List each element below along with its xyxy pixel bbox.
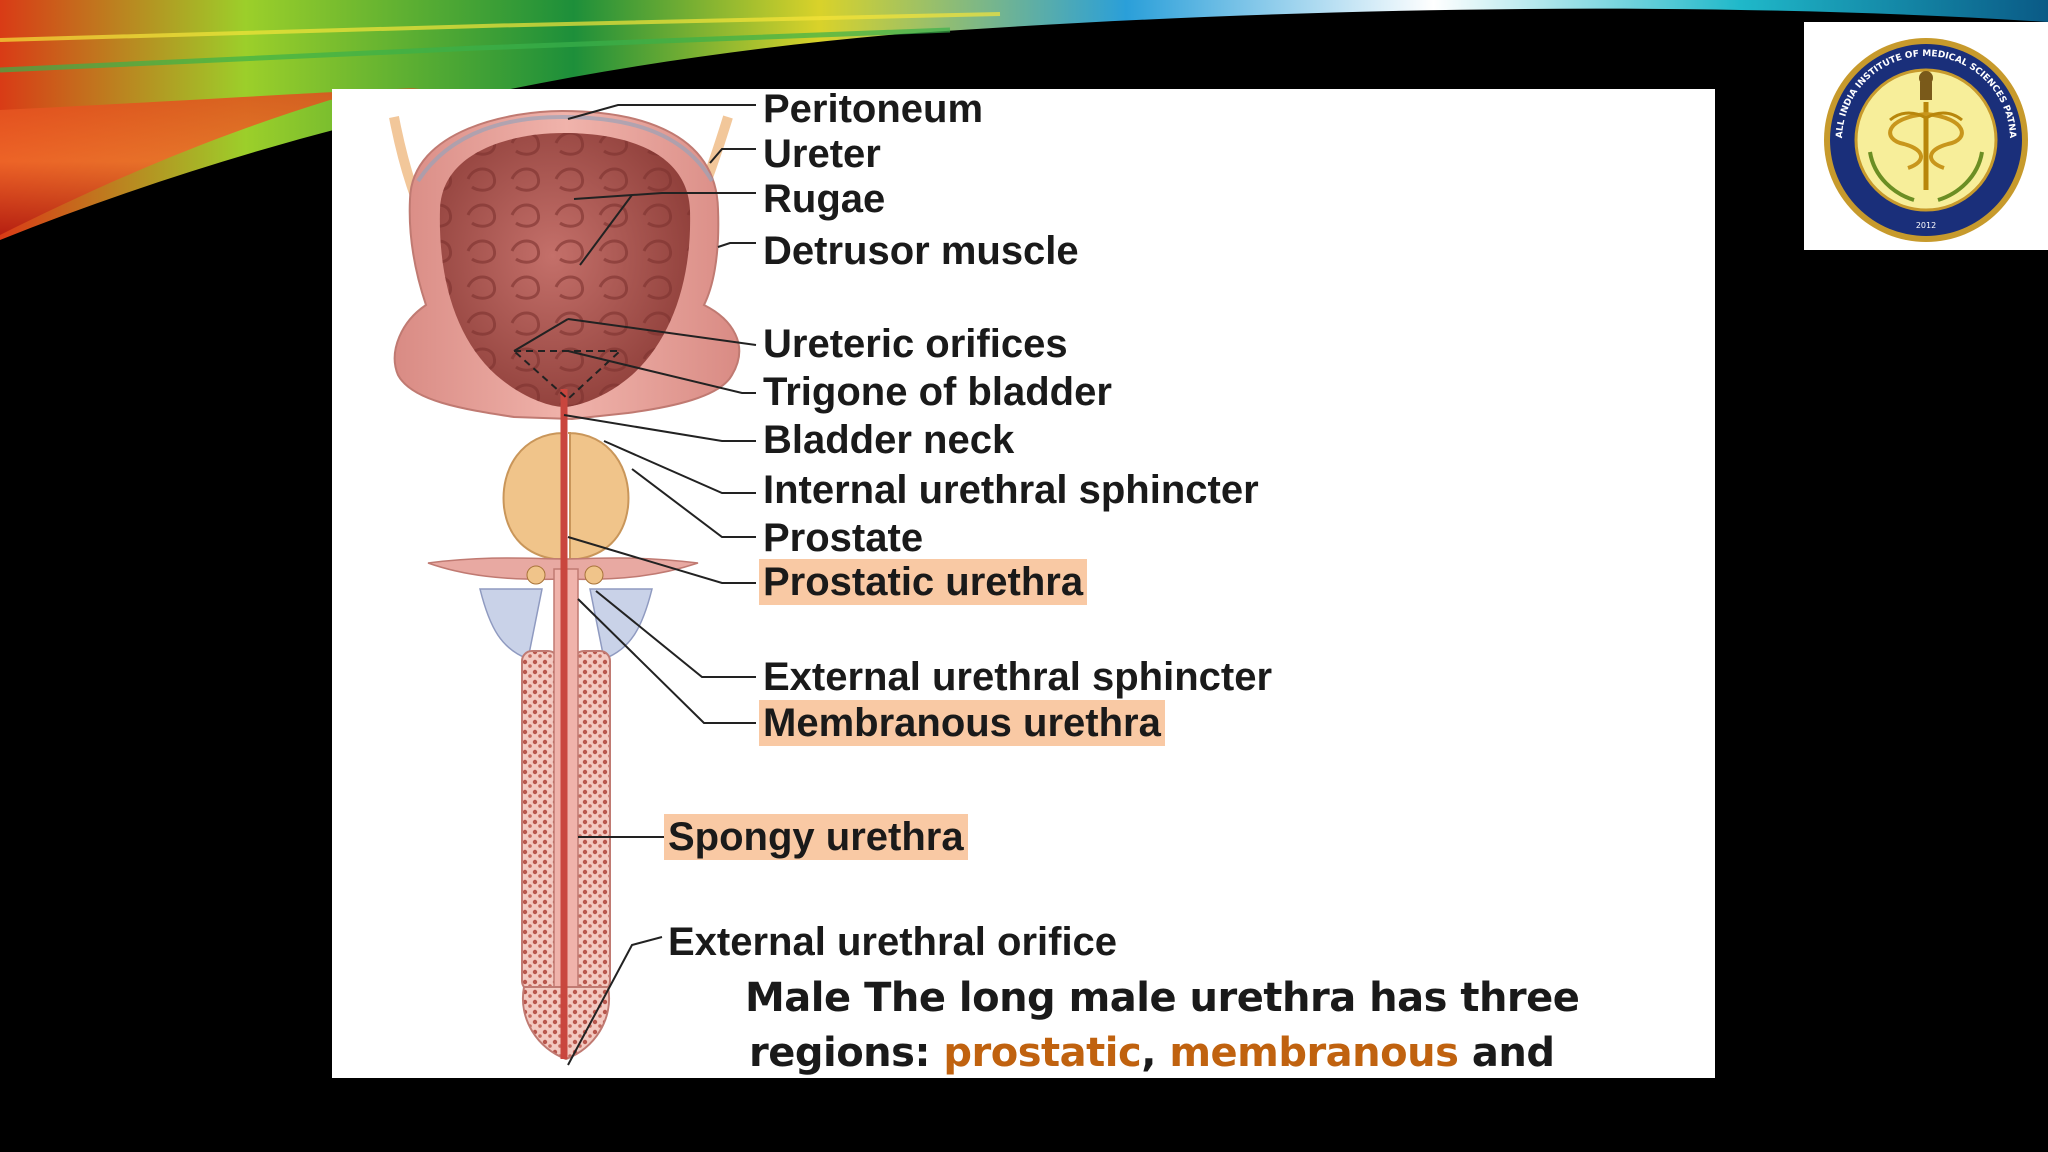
label-ureter: Ureter [763,132,881,176]
logo-year: 2012 [1916,221,1936,230]
decorative-banner [0,0,2048,240]
label-ureteric-orifices: Ureteric orifices [763,322,1068,366]
label-peritoneum: Peritoneum [763,89,984,131]
label-spongy-urethra: Spongy urethra [664,814,968,860]
caption-line2-prefix: regions: [749,1030,944,1076]
caption: Male The long male urethra has three reg… [745,971,1685,1078]
caption-line1: The long male urethra has three [850,975,1580,1021]
label-internal-urethral-sphincter: Internal urethral sphincter [763,468,1259,512]
label-prostatic-urethra: Prostatic urethra [759,559,1088,605]
label-bladder-neck: Bladder neck [763,418,1015,462]
corpus-left [521,650,559,992]
institute-logo: ALL INDIA INSTITUTE OF MEDICAL SCIENCES … [1804,22,2048,250]
corpus-right [573,650,611,992]
label-membranous-urethra: Membranous urethra [759,700,1165,746]
caption-region-membranous: membranous [1169,1030,1459,1076]
trigone-triangle [511,350,623,401]
label-detrusor-muscle: Detrusor muscle [763,229,1079,273]
label-prostate: Prostate [763,516,924,560]
urethra-anatomy-diagram [389,104,757,1066]
caption-bold-word: Male [745,975,851,1021]
label-external-urethral-sphincter: External urethral sphincter [763,655,1273,699]
caption-sep1: , [1141,1030,1170,1076]
leader-lines [513,104,757,1066]
slide-content: Peritoneum Ureter Rugae Detrusor muscle … [332,89,1715,1078]
prostate-right [567,432,630,560]
label-trigone-of-bladder: Trigone of bladder [763,370,1112,414]
caption-region-prostatic: prostatic [943,1030,1142,1076]
caption-sep2: and [1458,1030,1555,1076]
prostate-left [502,432,565,560]
label-external-urethral-orifice: External urethral orifice [668,920,1118,964]
label-rugae: Rugae [763,177,886,221]
